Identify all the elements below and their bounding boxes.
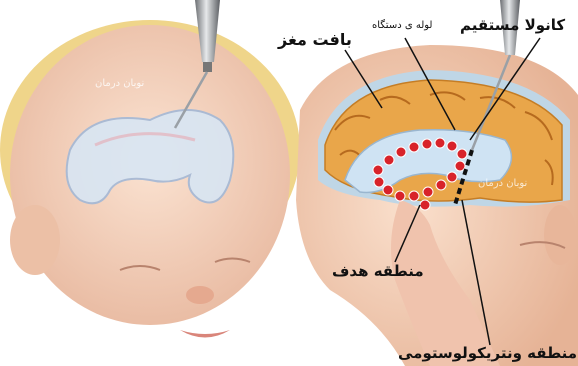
left-ear [10, 205, 60, 275]
right-head-section [296, 0, 578, 366]
label-straight-cannula: کانولا مستقیم [460, 16, 565, 34]
mouth [180, 330, 230, 338]
label-target-zone: منطقه هدف [332, 262, 424, 280]
watermark-right: نوبان درمان [478, 178, 527, 189]
corner-mask [180, 340, 300, 366]
label-device-tube: لوله ی دستگاه [372, 20, 432, 31]
left-child-head: نوبان درمان [0, 0, 300, 338]
nose [186, 286, 214, 304]
label-ventriculostomy-zone: منطقه ونتریکولوستومی [398, 344, 577, 362]
watermark-left: نوبان درمان [95, 78, 144, 89]
right-ear [544, 205, 576, 265]
label-brain-tissue: بافت مغز [278, 30, 352, 49]
